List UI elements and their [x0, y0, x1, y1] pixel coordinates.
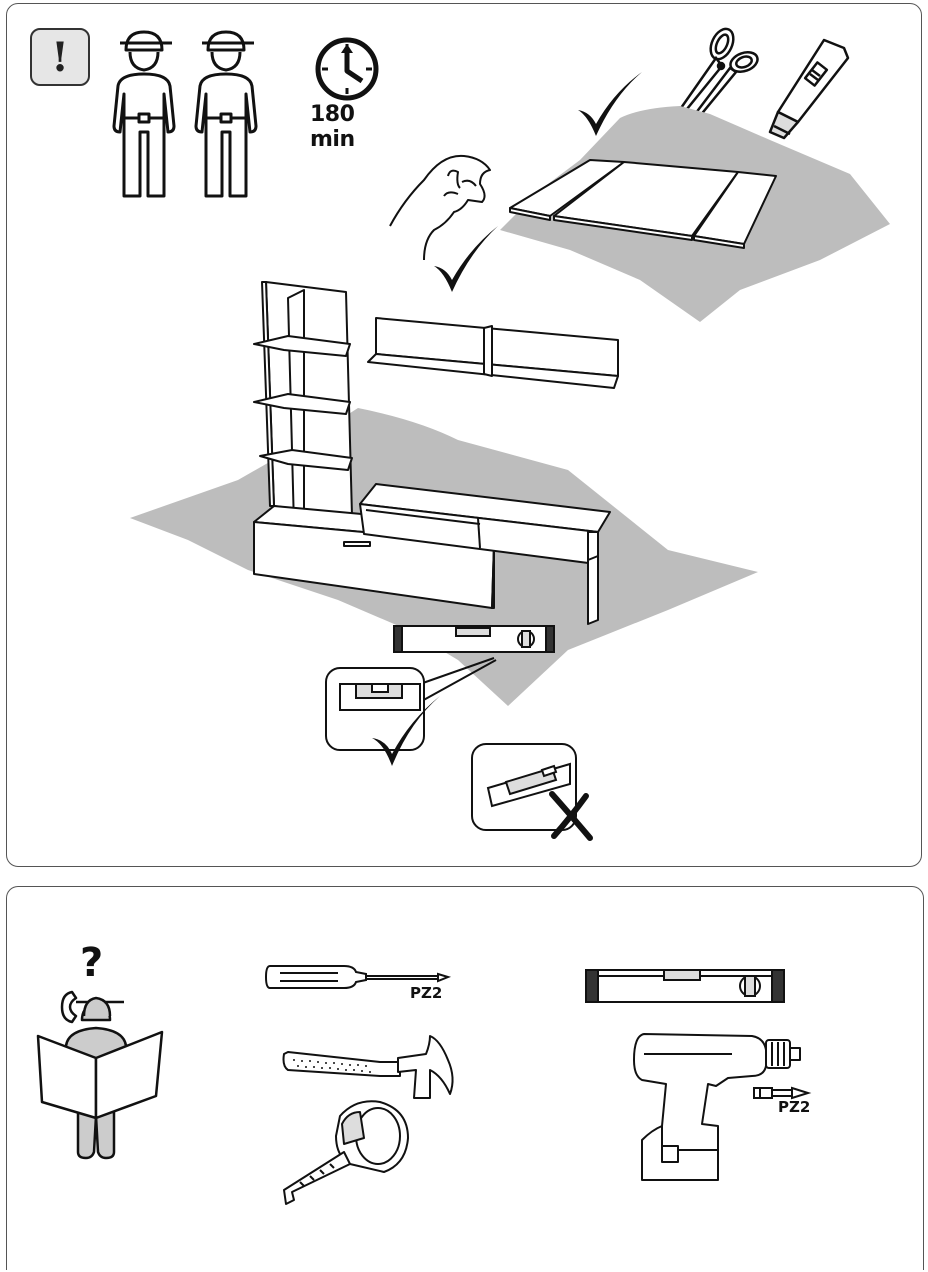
warning-icon: !: [30, 28, 90, 86]
furniture-panels: [509, 159, 777, 249]
worker-icon: [194, 30, 258, 198]
scissors-icon: [672, 27, 759, 130]
spirit-level-icon: [585, 969, 785, 1003]
tv-unit-assembly: [253, 281, 619, 625]
cordless-drill-icon: [633, 1033, 801, 1181]
drill-bit-label: PZ2: [778, 1098, 811, 1116]
help-person-icon: [36, 996, 164, 1160]
tape-measure-icon: [283, 1100, 409, 1205]
phone-icon: [60, 990, 78, 1024]
warning-symbol: !: [51, 33, 69, 81]
hammer-icon: [282, 1035, 454, 1099]
question-mark-icon: ?: [80, 940, 104, 986]
level-ok-detail: [325, 657, 497, 751]
checkmark-icon: [434, 226, 498, 292]
screwdriver-bit-label: PZ2: [410, 984, 443, 1002]
worker-icon: [112, 30, 176, 198]
checkmark-icon: [372, 696, 440, 766]
assembly-time-label: 180 min: [310, 102, 355, 152]
hand-icon: [389, 154, 491, 261]
level-wrong-detail: [471, 743, 577, 831]
checkmark-icon: [578, 72, 642, 136]
drill-bit-icon: [753, 1086, 812, 1100]
utility-knife-icon: [768, 38, 850, 140]
tools-panel: [6, 886, 924, 1270]
screwdriver-icon: [264, 965, 452, 989]
cross-icon: [549, 791, 593, 841]
clock-icon: [315, 37, 379, 101]
spirit-level-icon: [393, 625, 555, 653]
